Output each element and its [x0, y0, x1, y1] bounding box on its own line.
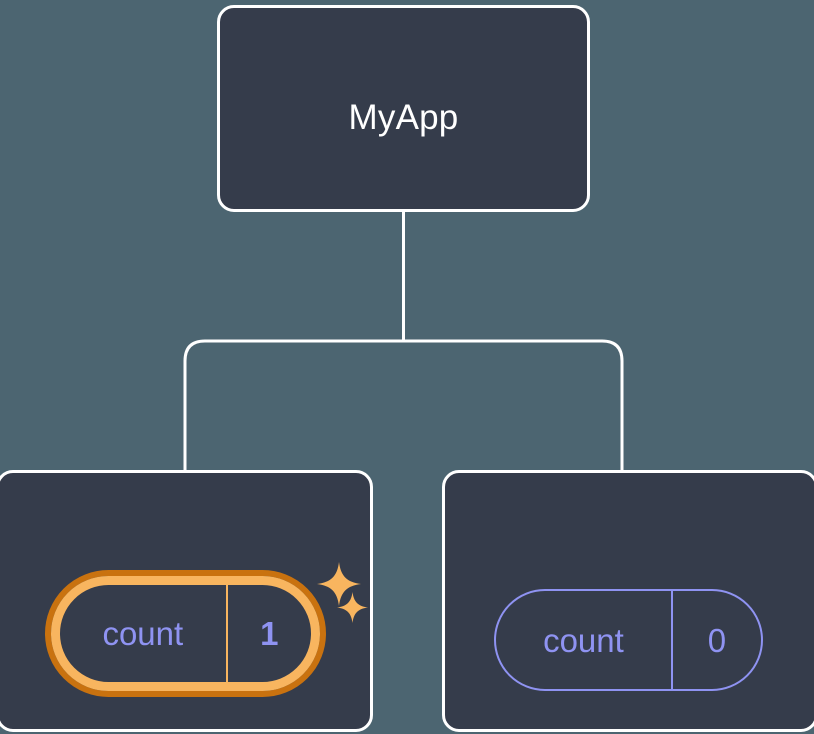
state-pill-highlight-ring [45, 570, 326, 697]
state-pill-divider-left [225, 585, 228, 682]
state-pill-left[interactable]: count 1 [51, 576, 320, 691]
state-key-right: count [543, 621, 624, 659]
state-key-left: count [102, 615, 184, 652]
connector-branch-bar [183, 339, 624, 470]
state-pill-right[interactable]: count 0 [494, 589, 763, 691]
state-value-right: 0 [707, 621, 727, 659]
node-myapp[interactable]: MyApp [217, 5, 590, 212]
state-value-left: 1 [260, 615, 279, 652]
state-pill-divider-right [670, 591, 673, 689]
node-title-myapp: MyApp [348, 98, 459, 137]
